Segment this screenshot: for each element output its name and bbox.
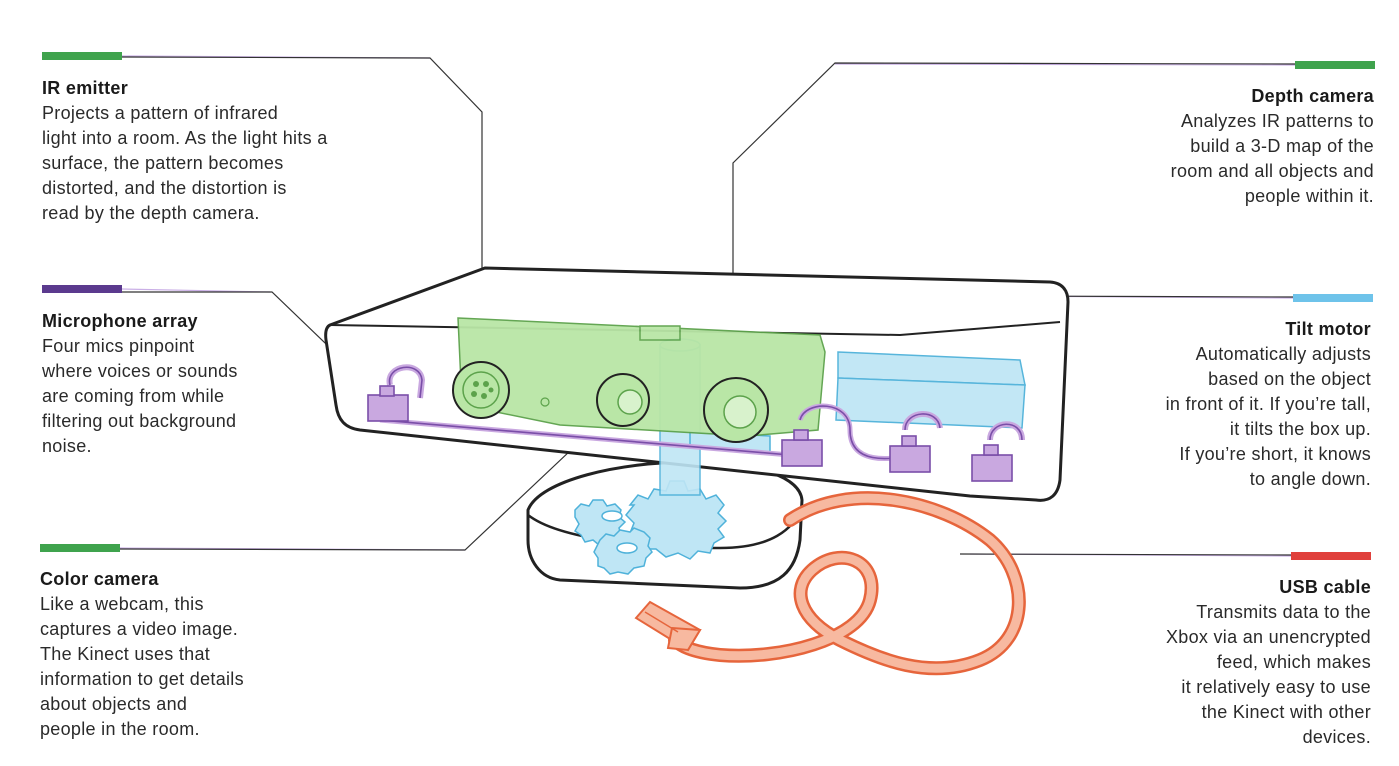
usb-cable [634,491,1026,676]
gears [574,480,728,575]
color-camera-lens [596,373,650,427]
mic-1 [367,364,426,422]
microphone-array-callout: Microphone array Four mics pinpoint wher… [42,309,342,459]
tilt-motor-title: Tilt motor [1285,319,1371,339]
ir-emitter-lens [452,361,510,419]
mic-2 [781,429,823,467]
depth-camera-marker [1295,61,1375,69]
ir-emitter-description: Projects a pattern of infrared light int… [42,103,328,223]
color-camera-title: Color camera [40,569,159,589]
tilt-motor-marker [1293,294,1373,302]
ir-emitter-title: IR emitter [42,78,129,98]
ir-emitter-leader [121,56,483,392]
tilt-motor-box [835,351,1026,429]
usb-plug [634,600,702,652]
depth-camera-description: Analyzes IR patterns to build a 3-D map … [1170,111,1374,206]
microphone-array-title: Microphone array [42,311,198,331]
color-camera-marker [40,544,120,552]
usb-cable-description: Transmits data to the Xbox via an unencr… [1165,602,1371,747]
mic-4 [971,421,1025,482]
depth-camera-callout: Depth camera Analyzes IR patterns to bui… [1074,84,1374,209]
microphones [367,364,1025,482]
color-camera-description: Like a webcam, this captures a video ima… [40,594,244,739]
microphone-array-description: Four mics pinpoint where voices or sound… [42,336,238,456]
mic-3 [889,411,943,473]
mic-wiring [379,403,913,461]
tilt-motor-callout: Tilt motor Automatically adjusts based o… [1071,317,1371,492]
depth-camera-title: Depth camera [1251,86,1374,106]
usb-cable-marker [1291,552,1371,560]
tilt-motor-description: Automatically adjusts based on the objec… [1165,344,1371,489]
usb-cable-callout: USB cable Transmits data to the Xbox via… [1071,575,1371,750]
ir-emitter-marker [42,52,122,60]
mic-array-marker [42,285,122,293]
ir-emitter-callout: IR emitter Projects a pattern of infrare… [42,76,402,226]
usb-cable-leader [959,553,1292,556]
color-camera-callout: Color camera Like a webcam, this capture… [40,567,340,742]
depth-camera-lens [703,377,769,443]
usb-cable-title: USB cable [1279,577,1371,597]
